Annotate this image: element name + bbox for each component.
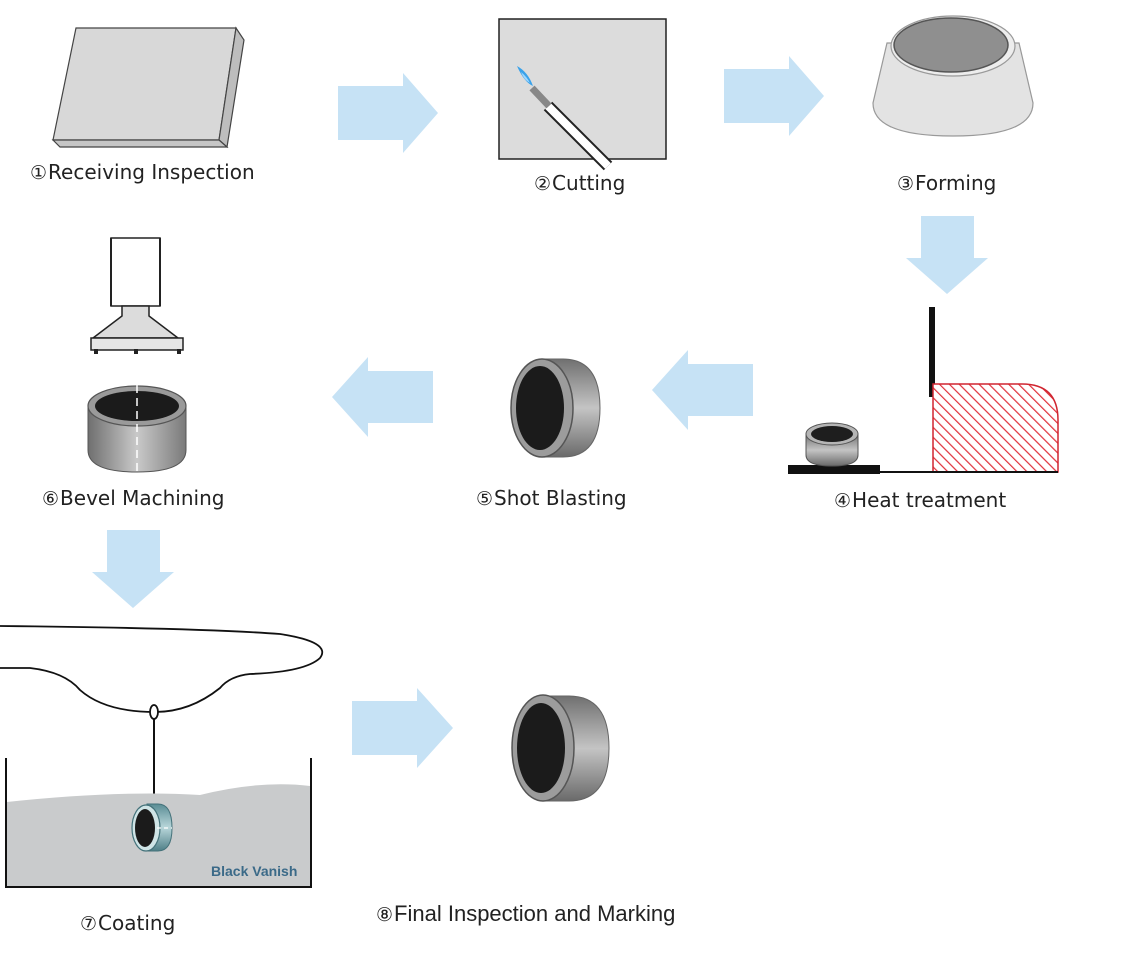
step-1-label: ①Receiving Inspection bbox=[30, 160, 255, 184]
flow-arrow-down-2 bbox=[92, 530, 174, 608]
blasted-cap-icon bbox=[510, 358, 601, 458]
step-8-label: ⑧Final Inspection and Marking bbox=[376, 901, 675, 927]
step-3-number: ③ bbox=[897, 173, 915, 195]
flow-arrow-right-3 bbox=[352, 688, 453, 768]
step-5-label: ⑤Shot Blasting bbox=[476, 486, 627, 510]
step-2-number: ② bbox=[534, 173, 552, 195]
step-1-number: ① bbox=[30, 162, 48, 184]
step-8-text: Final Inspection and Marking bbox=[394, 901, 676, 926]
machining-tool-icon bbox=[90, 237, 184, 354]
step-7-text: Coating bbox=[98, 911, 176, 935]
flow-arrow-down-1 bbox=[906, 216, 988, 294]
step-3-label: ③Forming bbox=[897, 171, 996, 195]
step-3-text: Forming bbox=[915, 171, 997, 195]
step-4-number: ④ bbox=[834, 490, 852, 512]
step-6-number: ⑥ bbox=[42, 488, 60, 510]
flow-arrow-right-2 bbox=[724, 56, 824, 136]
final-cap-icon bbox=[511, 694, 610, 802]
flow-arrow-left-2 bbox=[332, 357, 433, 437]
step-5-number: ⑤ bbox=[476, 488, 494, 510]
formed-cap-icon bbox=[872, 15, 1034, 137]
bevel-cap-icon bbox=[87, 385, 187, 473]
step-7-label: ⑦Coating bbox=[80, 911, 175, 935]
step-6-text: Bevel Machining bbox=[60, 486, 225, 510]
step-1-text: Receiving Inspection bbox=[48, 160, 255, 184]
step-8-number: ⑧ bbox=[376, 904, 394, 926]
coating-tank-label: Black Vanish bbox=[211, 863, 298, 879]
step-5-text: Shot Blasting bbox=[494, 486, 627, 510]
step-2-text: Cutting bbox=[552, 171, 626, 195]
step-4-text: Heat treatment bbox=[852, 488, 1007, 512]
coating-bath-icon bbox=[0, 625, 323, 888]
steel-plate-icon bbox=[51, 26, 245, 149]
furnace-icon bbox=[788, 307, 1059, 474]
flow-arrow-left-1 bbox=[652, 350, 753, 430]
step-4-label: ④Heat treatment bbox=[834, 488, 1006, 512]
step-6-label: ⑥Bevel Machining bbox=[42, 486, 224, 510]
step-7-number: ⑦ bbox=[80, 913, 98, 935]
step-2-label: ②Cutting bbox=[534, 171, 625, 195]
cutting-torch-icon bbox=[498, 18, 667, 171]
flow-arrow-right-1 bbox=[338, 73, 438, 153]
